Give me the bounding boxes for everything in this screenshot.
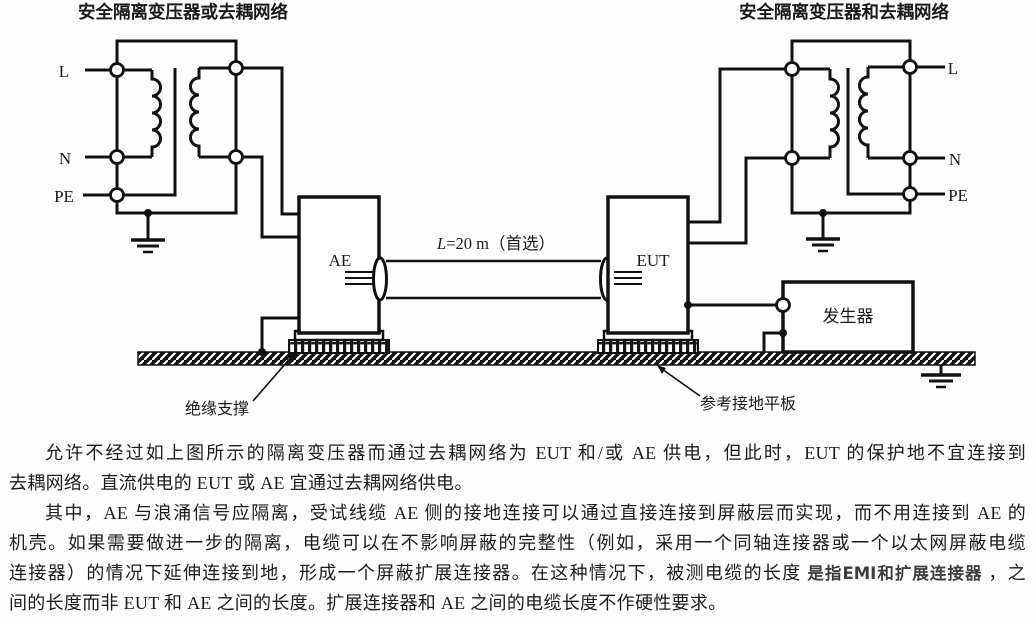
paragraph2-line4: 间的长度而非 EUT 和 AE 之间的长度。扩展连接器和 AE 之间的电缆长度不…	[9, 588, 1026, 618]
cable-length-label: L=20 m（首选）	[436, 234, 555, 253]
eut-box	[606, 195, 690, 335]
wire-to-eut-mid	[688, 156, 792, 245]
primary-coil	[150, 70, 162, 157]
right-terminal-pe: PE	[948, 186, 968, 205]
paragraph1-line1: 允许不经过如上图所示的隔离变压器而通过去耦网络为 EUT 和/或 AE 供电，但…	[9, 438, 1026, 468]
shield-to-pe	[117, 68, 177, 197]
paragraph-text: 去耦网络。直流供电的 EUT 或 AE 宜通过去耦网络供电。	[9, 473, 473, 493]
paragraph2-line2: 机壳。如果需要做进一步的隔离，电缆可以在不影响屏蔽的完整性（例如，采用一个同轴连…	[9, 528, 1026, 558]
reference-ground-plane	[137, 351, 976, 389]
right-terminal-l: L	[948, 59, 958, 78]
cable-under-test	[372, 256, 615, 302]
right-isolation-transformer-network	[688, 39, 945, 253]
surge-test-setup-diagram: 安全隔离变压器或去耦网络 安全隔离变压器和去耦网络 L N PE L N PE …	[54, 2, 976, 418]
terminal-nodes	[784, 59, 918, 202]
paragraph-text: 其中，AE 与浪涌信号应隔离，受试线缆 AE 侧的接地连接可以通过直接连接到屏蔽…	[45, 503, 1026, 523]
ae-box	[258, 195, 381, 356]
paragraph-text: 间的长度而非 EUT 和 AE 之间的长度。扩展连接器和 AE 之间的电缆长度不…	[9, 593, 727, 613]
reference-ground-plane-label: 参考接地平板	[700, 395, 796, 413]
primary-coil	[828, 69, 840, 158]
paragraph-text: ，之	[982, 563, 1026, 583]
generator-terminal-node	[775, 297, 791, 313]
wire-to-ae-top	[236, 66, 299, 216]
paragraph-text: 允许不经过如上图所示的隔离变压器而通过去耦网络为 EUT 和/或 AE 供电，但…	[45, 443, 1026, 463]
body-text: 允许不经过如上图所示的隔离变压器而通过去耦网络为 EUT 和/或 AE 供电，但…	[9, 438, 1026, 618]
left-network-title: 安全隔离变压器或去耦网络	[78, 2, 288, 22]
ae-label: AE	[329, 251, 352, 270]
wire-to-eut-top	[688, 67, 792, 224]
generator-label: 发生器	[823, 307, 874, 326]
ae-connector	[372, 256, 388, 302]
terminal-nodes	[109, 60, 244, 203]
paragraph1-line2: 去耦网络。直流供电的 EUT 或 AE 宜通过去耦网络供电。	[9, 468, 1026, 498]
eut-label: EUT	[636, 251, 670, 270]
left-isolation-transformer-network	[83, 39, 299, 254]
insulating-support-label: 绝缘支撑	[185, 400, 249, 418]
paragraph-text: 连接器）的情况下延伸连接到地，形成一个屏蔽扩展连接器。在这种情况下，被测电缆的长…	[9, 563, 808, 583]
left-terminal-n: N	[59, 149, 71, 168]
inserted-annotation-text: 是指EMI和扩展连接器	[807, 564, 983, 583]
paragraph-text: 机壳。如果需要做进一步的隔离，电缆可以在不影响屏蔽的完整性（例如，采用一个同轴连…	[9, 533, 1026, 553]
paragraph2-line3: 连接器）的情况下延伸连接到地，形成一个屏蔽扩展连接器。在这种情况下，被测电缆的长…	[9, 558, 1026, 588]
secondary-coil	[189, 68, 201, 157]
paragraph2-line1: 其中，AE 与浪涌信号应隔离，受试线缆 AE 侧的接地连接可以通过直接连接到屏蔽…	[9, 498, 1026, 528]
left-terminal-l: L	[59, 62, 69, 81]
right-network-title: 安全隔离变压器和去耦网络	[739, 2, 949, 22]
right-terminal-n: N	[949, 150, 961, 169]
generator-box	[684, 280, 915, 354]
wire-to-ae-mid	[236, 155, 299, 239]
insulating-supports	[288, 329, 699, 354]
shield-to-pe	[846, 68, 910, 196]
secondary-coil	[858, 67, 870, 158]
left-terminal-pe: PE	[54, 187, 74, 206]
callout-leaders	[252, 350, 701, 402]
